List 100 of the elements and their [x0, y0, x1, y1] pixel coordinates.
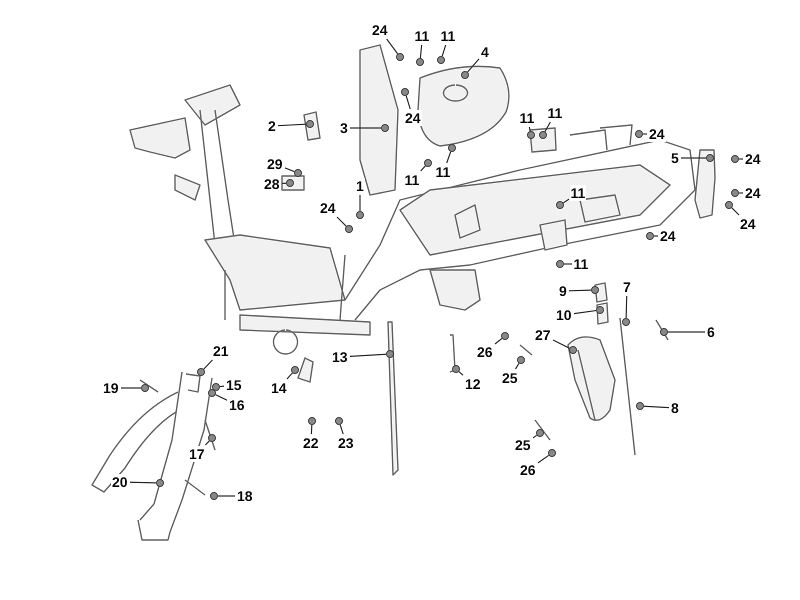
bolt-icon [596, 306, 604, 314]
bolt-icon [437, 56, 445, 64]
callout-number: 11 [414, 28, 430, 44]
callout-number: 24 [319, 200, 337, 216]
leader-line [538, 454, 550, 464]
callout-number: 14 [270, 380, 288, 396]
leader-line [563, 198, 570, 204]
callout-number: 15 [225, 377, 243, 393]
bolt-icon [731, 189, 739, 197]
callout-number: 27 [534, 327, 552, 343]
leader-line [446, 152, 452, 164]
callout-number: 11 [570, 185, 586, 201]
bolt-icon [556, 201, 564, 209]
bolt-icon [424, 159, 432, 167]
callout-number: 2 [267, 118, 277, 134]
callout-number: 24 [744, 151, 762, 167]
leader-line [644, 406, 670, 408]
callout-number: 11 [440, 28, 456, 44]
bolt-icon [591, 286, 599, 294]
callout-number: 7 [622, 279, 632, 295]
callout-number: 4 [480, 44, 490, 60]
bolt-icon [731, 155, 739, 163]
bolt-icon [660, 328, 668, 336]
leader-line [739, 192, 743, 194]
bolt-icon [556, 260, 564, 268]
bolt-icon [527, 131, 535, 139]
callout-number: 5 [670, 150, 680, 166]
callout-number: 25 [514, 437, 532, 453]
leader-line [514, 363, 520, 370]
leader-line [420, 166, 426, 172]
bolt-icon [208, 389, 216, 397]
leader-line [203, 360, 213, 370]
leader-line [282, 182, 286, 184]
bolt-icon [396, 53, 404, 61]
leader-line [442, 44, 446, 56]
callout-number: 11 [434, 164, 452, 180]
leader-line [278, 124, 306, 126]
bolt-icon [461, 71, 469, 79]
leader-line [532, 434, 538, 438]
callout-number: 11 [546, 105, 564, 121]
leader-line [654, 235, 658, 237]
leader-line [568, 290, 592, 292]
leader-line [286, 372, 293, 380]
callout-number: 24 [744, 185, 762, 201]
bolt-icon [646, 232, 654, 240]
callout-number: 18 [236, 488, 254, 504]
leader-line [284, 167, 294, 172]
callout-number: 24 [371, 22, 389, 38]
leader-line [494, 338, 502, 344]
leader-line [643, 133, 647, 135]
bolt-icon [156, 479, 164, 487]
bolt-icon [306, 120, 314, 128]
bolt-icon [725, 201, 733, 209]
leader-line [406, 96, 411, 110]
leader-line [340, 424, 344, 434]
callout-number: 24 [659, 228, 677, 244]
callout-number: 24 [404, 110, 422, 126]
callout-number: 19 [102, 380, 120, 396]
bolt-icon [212, 383, 220, 391]
callout-number: 10 [555, 307, 573, 323]
callout-number: 23 [337, 435, 355, 451]
leader-line [336, 216, 347, 227]
bolt-icon [536, 429, 544, 437]
leader-line [359, 195, 361, 211]
leader-line [218, 495, 235, 497]
callout-number: 25 [501, 370, 519, 386]
bolt-icon [381, 124, 389, 132]
leader-line [668, 331, 705, 333]
leader-line [420, 44, 422, 58]
leader-line [386, 38, 398, 54]
leader-line [458, 371, 464, 376]
leader-line [739, 158, 743, 160]
bolt-icon [197, 368, 205, 376]
bolt-icon [706, 154, 714, 162]
bolt-icon [501, 332, 509, 340]
callout-number: 11 [518, 110, 536, 126]
bolt-icon [452, 365, 460, 373]
bolt-icon [294, 169, 302, 177]
bolt-icon [210, 492, 218, 500]
callout-number: 21 [212, 343, 230, 359]
leader-line [544, 122, 551, 132]
leader-line [205, 440, 210, 446]
bolt-icon [517, 356, 525, 364]
leader-line [121, 387, 141, 389]
callout-number: 26 [476, 344, 494, 360]
callout-number: 12 [464, 376, 482, 392]
bolt-icon [636, 402, 644, 410]
callout-number: 6 [706, 324, 716, 340]
bolt-icon [539, 131, 547, 139]
leader-line [467, 58, 480, 72]
leader-line [681, 157, 706, 159]
bolt-icon [548, 449, 556, 457]
bolt-icon [635, 130, 643, 138]
bolt-icon [401, 88, 409, 96]
callout-number: 13 [331, 349, 349, 365]
callout-number: 24 [739, 216, 757, 232]
leader-line [574, 310, 596, 314]
callout-number: 29 [266, 156, 284, 172]
leader-line [731, 207, 740, 216]
callout-number: 17 [188, 446, 206, 462]
